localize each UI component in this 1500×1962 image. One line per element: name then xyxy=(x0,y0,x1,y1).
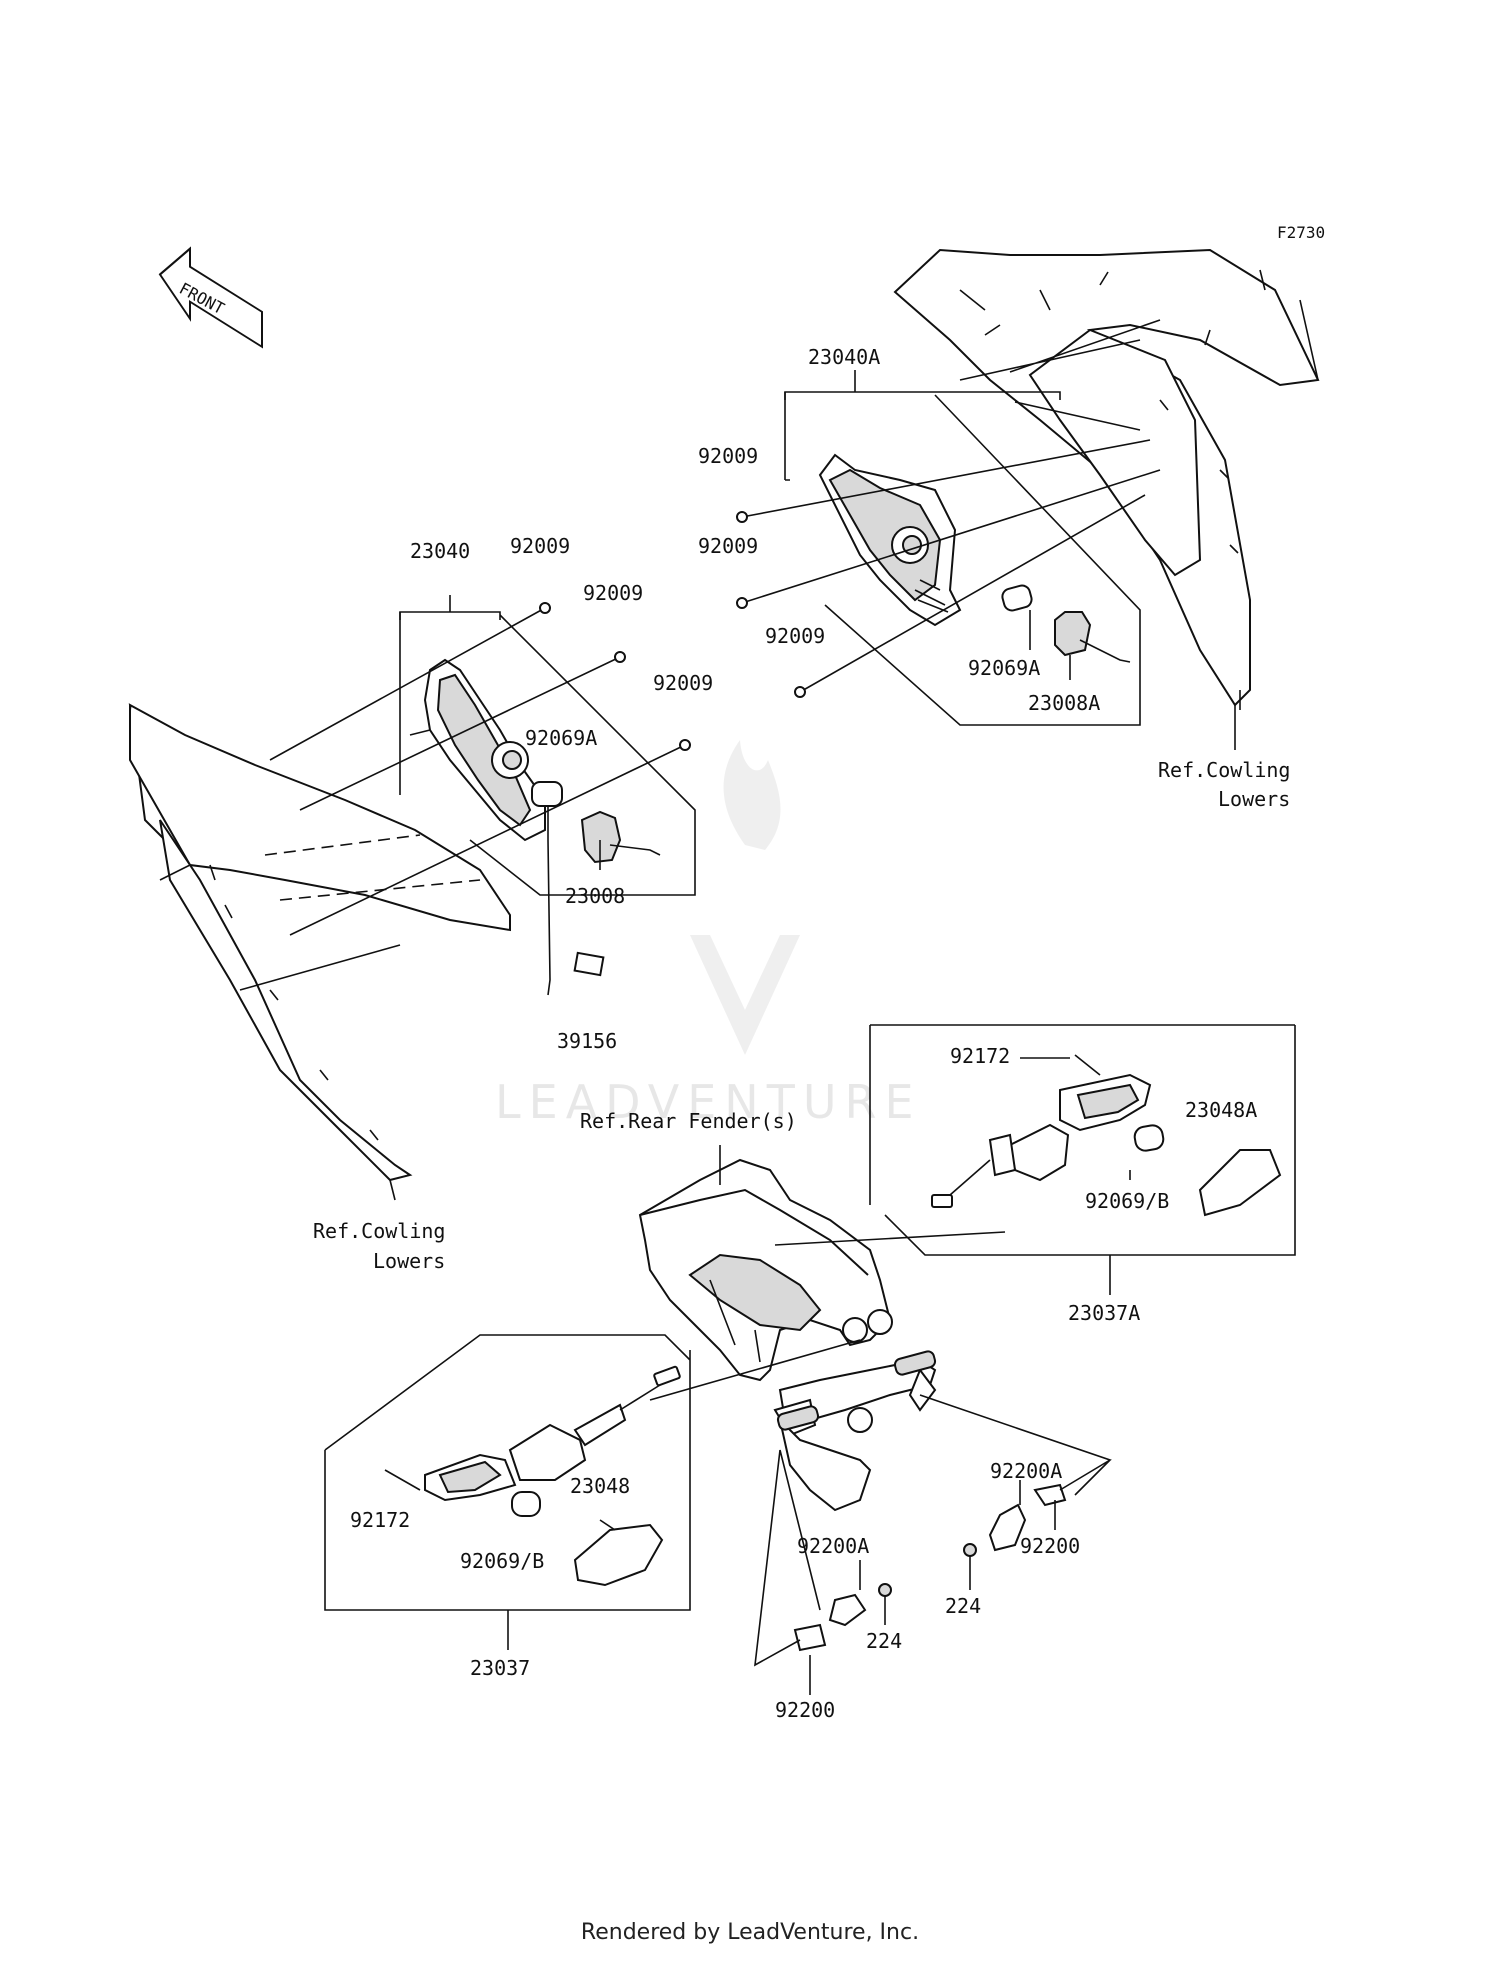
left-plate-bracket xyxy=(754,1449,892,1695)
callout-ref-cowling-right-2: Lowers xyxy=(1218,787,1290,811)
figure-code: F2730 xyxy=(1277,223,1325,242)
right-rear-bracket xyxy=(774,1024,1296,1295)
callout-92009-r3: 92009 xyxy=(765,624,825,648)
left-rear-bulb-92069B xyxy=(511,1491,541,1517)
left-rear-lens-23048 xyxy=(573,1523,664,1587)
right-cowling-ref xyxy=(893,248,1320,710)
right-bulb-92069A xyxy=(1001,584,1033,612)
callout-92200-l: 92200 xyxy=(775,1698,835,1722)
left-signal-housing xyxy=(423,658,546,842)
callout-ref-rear-fender: Ref.Rear Fender(s) xyxy=(580,1109,797,1133)
callout-92200A-r: 92200A xyxy=(990,1459,1062,1483)
rear-fender-ref xyxy=(638,1158,937,1512)
callout-23048: 23048 xyxy=(570,1474,630,1498)
callout-92200-r: 92200 xyxy=(1020,1534,1080,1558)
left-reflector-39156 xyxy=(573,951,605,977)
right-signal-housing xyxy=(818,453,962,627)
callout-39156: 39156 xyxy=(557,1029,617,1053)
left-cowling-ref xyxy=(128,703,511,1201)
callout-ref-cowling-left-2: Lowers xyxy=(373,1249,445,1273)
callout-23008: 23008 xyxy=(565,884,625,908)
leadventure-watermark: LEADVENTURE xyxy=(495,740,922,1129)
left-rear-signal xyxy=(424,1365,681,1502)
callout-23008A: 23008A xyxy=(1028,691,1100,715)
callout-92009-r2: 92009 xyxy=(698,534,758,558)
callout-23037A: 23037A xyxy=(1068,1301,1140,1325)
callout-23040A: 23040A xyxy=(808,345,880,369)
callout-92172-r: 92172 xyxy=(950,1044,1010,1068)
front-arrow-icon: FRONT xyxy=(158,246,263,349)
footer-credit: Rendered by LeadVenture, Inc. xyxy=(580,1920,920,1945)
left-rear-bracket xyxy=(324,1334,861,1650)
callout-224-l: 224 xyxy=(866,1629,902,1653)
watermark-text: LEADVENTURE xyxy=(495,1075,922,1129)
callout-224-r: 224 xyxy=(945,1594,981,1618)
right-rear-lens-23048A xyxy=(1198,1149,1282,1217)
right-rear-signal xyxy=(931,1054,1152,1208)
callout-23037: 23037 xyxy=(470,1656,530,1680)
callout-92009-l3: 92009 xyxy=(653,671,713,695)
callout-92069A-r: 92069A xyxy=(968,656,1040,680)
right-plate-bracket xyxy=(919,1394,1112,1590)
callout-23040: 23040 xyxy=(410,539,470,563)
callout-92200A-l: 92200A xyxy=(797,1534,869,1558)
callout-92069B-r: 92069/B xyxy=(1085,1189,1169,1213)
callout-92069A-l: 92069A xyxy=(525,726,597,750)
callout-ref-cowling-right-1: Ref.Cowling xyxy=(1158,758,1290,782)
callout-92009-l1: 92009 xyxy=(510,534,570,558)
right-callout-lines xyxy=(736,319,1236,750)
left-bulb-92069A xyxy=(531,781,563,807)
callout-92009-r1: 92009 xyxy=(698,444,758,468)
callout-92009-l2: 92009 xyxy=(583,581,643,605)
left-socket-23008 xyxy=(580,810,661,864)
callout-92172-l: 92172 xyxy=(350,1508,410,1532)
callout-ref-cowling-left-1: Ref.Cowling xyxy=(313,1219,445,1243)
right-socket-23008A xyxy=(1054,611,1131,663)
callout-92069B-l: 92069/B xyxy=(460,1549,544,1573)
callout-23048A: 23048A xyxy=(1185,1098,1257,1122)
right-rear-bulb-92069B xyxy=(1133,1124,1165,1152)
left-callout-lines xyxy=(159,595,696,996)
